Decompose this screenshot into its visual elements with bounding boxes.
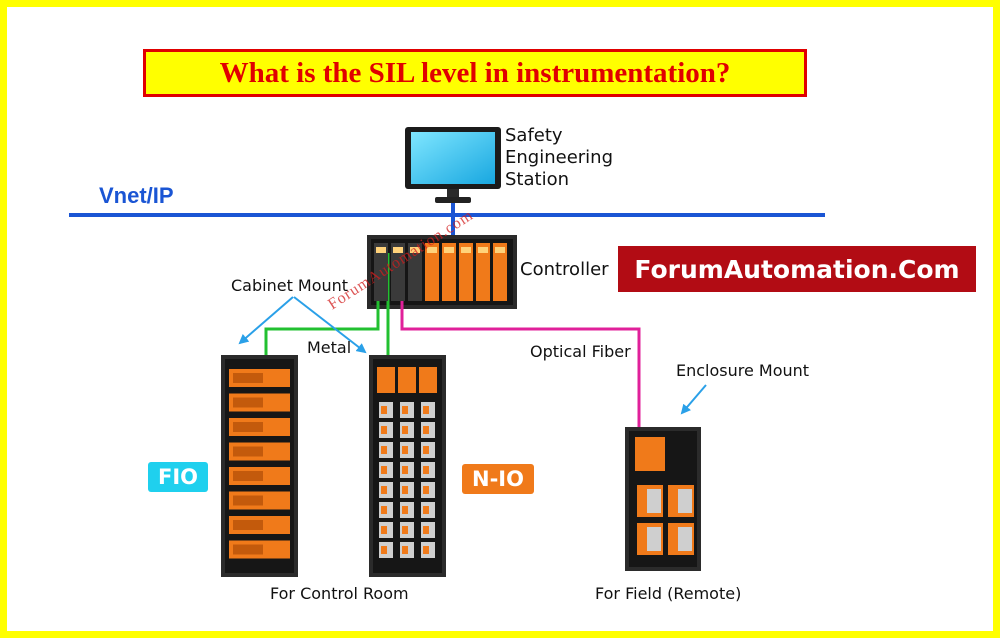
field-io-terminal: [647, 527, 661, 551]
nio-terminal-tag: [381, 506, 387, 514]
nio-terminal-tag: [423, 446, 429, 454]
network-label: Vnet/IP: [99, 183, 174, 208]
enclosure-mount-arrow: [680, 384, 707, 415]
nio-terminal-tag: [402, 526, 408, 534]
io-module-group: [229, 243, 694, 559]
fio-module-panel: [233, 446, 263, 457]
fio-module-panel: [233, 373, 263, 383]
nio-top-module: [419, 367, 437, 393]
field-node-module: [635, 437, 665, 471]
controller-module: [442, 243, 456, 301]
nio-terminal-tag: [402, 486, 408, 494]
control-room-caption: For Control Room: [270, 584, 409, 603]
controller-module-led: [376, 247, 386, 253]
nio-terminal-tag: [423, 546, 429, 554]
field-caption: For Field (Remote): [595, 584, 742, 603]
station-label-line-1: Safety: [505, 125, 563, 146]
controller-module: [493, 243, 507, 301]
cabinet-mount-arrow-right: [293, 296, 367, 354]
engineering-station-label: Safety Engineering Station: [505, 125, 613, 191]
fio-module-panel: [233, 471, 263, 481]
page-title: What is the SIL level in instrumentation…: [143, 49, 807, 97]
station-label-line-3: Station: [505, 169, 569, 190]
station-label-line-2: Engineering: [505, 147, 613, 168]
diagram-graphics: [69, 127, 825, 577]
controller-module: [408, 243, 422, 301]
fio-module-panel: [233, 422, 263, 432]
engineering-station-monitor-icon: [405, 127, 501, 203]
controller-module: [476, 243, 490, 301]
controller-module-led: [393, 247, 403, 253]
brand-banner: ForumAutomation.Com: [618, 246, 976, 292]
field-io-terminal: [678, 489, 692, 513]
nio-terminal-tag: [402, 506, 408, 514]
nio-terminal-tag: [381, 526, 387, 534]
optical-fiber-label: Optical Fiber: [530, 342, 631, 361]
controller-module-led: [461, 247, 471, 253]
nio-badge: N-IO: [462, 464, 534, 494]
fio-module-panel: [233, 520, 263, 530]
cabinet-mount-arrow-left: [238, 296, 294, 345]
controller-module: [391, 243, 405, 301]
nio-terminal-tag: [423, 526, 429, 534]
nio-terminal-tag: [381, 406, 387, 414]
fio-badge: FIO: [148, 462, 208, 492]
controller-module-led: [444, 247, 454, 253]
nio-terminal-tag: [402, 466, 408, 474]
nio-terminal-tag: [423, 506, 429, 514]
nio-terminal-tag: [381, 546, 387, 554]
nio-terminal-tag: [381, 446, 387, 454]
controller-module: [374, 243, 388, 301]
controller-module: [425, 243, 439, 301]
enclosure-mount-label: Enclosure Mount: [676, 361, 810, 380]
nio-terminal-tag: [402, 546, 408, 554]
cabinet-mount-label: Cabinet Mount: [231, 276, 349, 295]
controller-module-led: [495, 247, 505, 253]
nio-terminal-tag: [381, 486, 387, 494]
controller-module-led: [410, 247, 420, 253]
nio-terminal-tag: [423, 486, 429, 494]
nio-terminal-tag: [423, 406, 429, 414]
nio-terminal-tag: [381, 466, 387, 474]
nio-top-module: [377, 367, 395, 393]
nio-terminal-tag: [381, 426, 387, 434]
nio-terminal-tag: [402, 446, 408, 454]
metal-link-label: Metal: [307, 338, 352, 357]
fio-module-panel: [233, 397, 263, 408]
controller-module-led: [478, 247, 488, 253]
field-io-terminal: [678, 527, 692, 551]
nio-top-module: [398, 367, 416, 393]
field-io-terminal: [647, 489, 661, 513]
controller-label: Controller: [520, 259, 609, 280]
fio-module-panel: [233, 544, 263, 555]
controller-module-led: [427, 247, 437, 253]
nio-terminal-tag: [423, 426, 429, 434]
nio-terminal-tag: [423, 466, 429, 474]
fio-module-panel: [233, 495, 263, 506]
nio-terminal-tag: [402, 426, 408, 434]
controller-module: [459, 243, 473, 301]
nio-terminal-tag: [402, 406, 408, 414]
